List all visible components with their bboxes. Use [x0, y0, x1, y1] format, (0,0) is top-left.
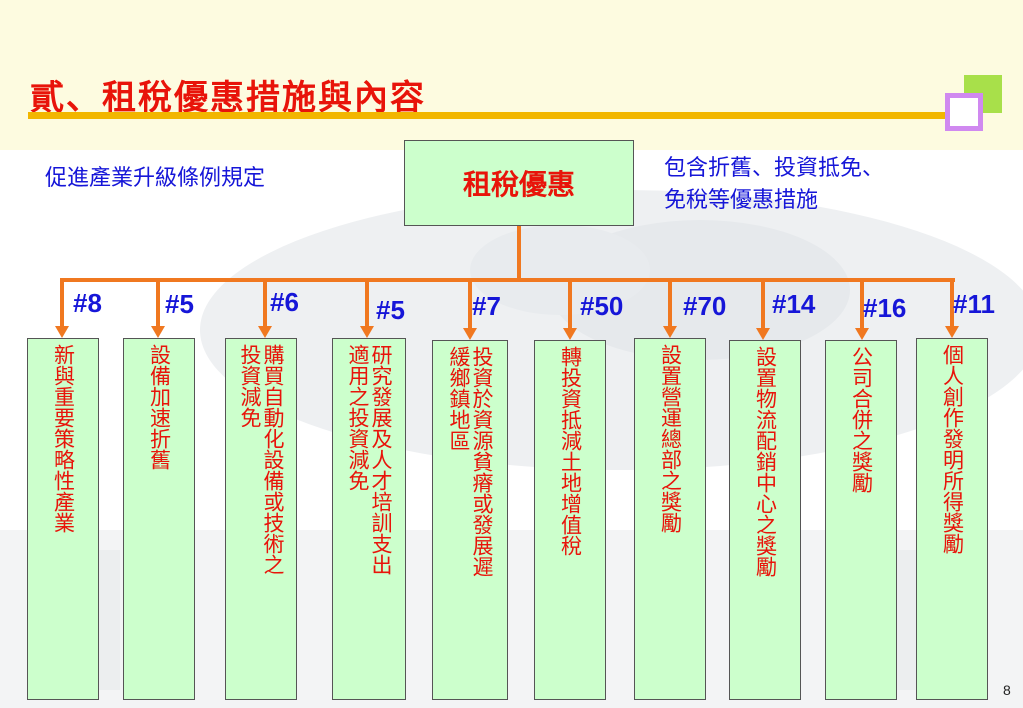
branch-arrow-7 [663, 326, 677, 338]
page-title: 貳、租稅優惠措施與內容 [30, 78, 426, 118]
branch-arrow-3 [258, 326, 272, 338]
title-underline [28, 112, 950, 119]
root-label: 租稅優惠 [462, 168, 575, 201]
leaf-node-3: 購買自動化設備或技術之投資減免 [225, 338, 297, 700]
leaf-text-2-1: 設備加速折舊 [147, 344, 172, 470]
leaf-text-6-1: 轉投資抵減土地增值稅 [558, 346, 583, 556]
branch-arrow-5 [463, 328, 477, 340]
leaf-node-2: 設備加速折舊 [123, 338, 195, 700]
article-number-1: #8 [73, 288, 102, 318]
leaf-text-5-2: 緩鄉鎮地區 [447, 346, 471, 451]
right-note-line-2: 免稅等優惠措施 [664, 188, 819, 213]
right-note: 包含折舊、投資抵免、 免稅等優惠措施 [664, 153, 884, 217]
page-number: 8 [1003, 682, 1011, 698]
leaf-node-7: 設置營運總部之獎勵 [634, 338, 706, 700]
article-number-4: #5 [376, 295, 405, 325]
leaf-node-5: 投資於資源貧瘠或發展遲緩鄉鎮地區 [432, 340, 508, 700]
leaf-node-6: 轉投資抵減土地增值稅 [534, 340, 606, 700]
deco-square-inner [950, 98, 978, 126]
leaf-node-1: 新與重要策略性產業 [27, 338, 99, 700]
branch-arrow-9 [855, 328, 869, 340]
article-number-10: #11 [953, 289, 995, 319]
article-number-9: #16 [863, 293, 907, 323]
root-node: 租稅優惠 [404, 140, 634, 226]
branch-arrow-8 [756, 328, 770, 340]
right-note-line-1: 包含折舊、投資抵免、 [664, 156, 885, 181]
branch-arrow-10 [945, 326, 959, 338]
leaf-text-1-1: 新與重要策略性產業 [51, 344, 76, 533]
article-number-7: #70 [683, 291, 727, 321]
leaf-text-8-1: 設置物流配銷中心之獎勵 [753, 346, 778, 577]
leaf-node-8: 設置物流配銷中心之獎勵 [729, 340, 801, 700]
leaf-text-4-1: 研究發展及人才培訓支出 [369, 344, 393, 575]
leaf-node-4: 研究發展及人才培訓支出適用之投資減免 [332, 338, 406, 700]
article-number-3: #6 [270, 287, 299, 317]
article-number-5: #7 [472, 291, 501, 321]
left-note: 促進產業升級條例規定 [45, 166, 266, 191]
leaf-text-4-2: 適用之投資減免 [346, 344, 370, 491]
article-number-2: #5 [165, 289, 194, 319]
leaf-text-10-1: 個人創作發明所得獎勵 [940, 344, 965, 554]
article-number-6: #50 [580, 291, 624, 321]
branch-arrow-1 [55, 326, 69, 338]
branch-arrow-6 [563, 328, 577, 340]
article-number-8: #14 [772, 289, 816, 319]
leaf-text-5-1: 投資於資源貧瘠或發展遲 [470, 346, 494, 577]
header-band [0, 0, 1023, 150]
leaf-text-3-2: 投資減免 [238, 344, 262, 428]
leaf-node-9: 公司合併之獎勵 [825, 340, 897, 700]
branch-arrow-2 [151, 326, 165, 338]
branch-arrow-4 [360, 326, 374, 338]
leaf-text-7-1: 設置營運總部之獎勵 [658, 344, 683, 533]
leaf-text-9-1: 公司合併之獎勵 [849, 346, 874, 493]
leaf-text-3-1: 購買自動化設備或技術之 [261, 344, 285, 575]
leaf-node-10: 個人創作發明所得獎勵 [916, 338, 988, 700]
